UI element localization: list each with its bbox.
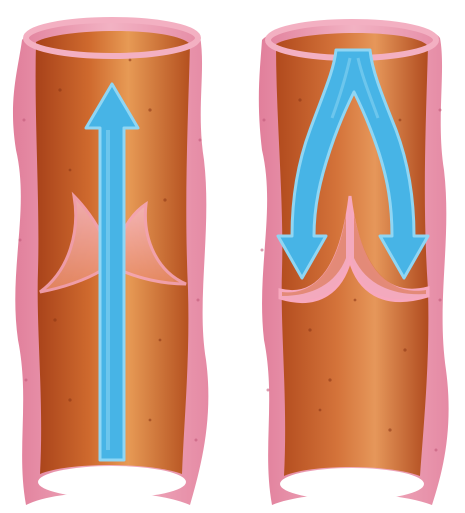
- right-vein-closed-valve: [259, 21, 449, 505]
- upward-flow-arrow-highlight: [106, 130, 110, 450]
- right-vein-bottom-opening: [280, 468, 424, 500]
- left-vein-bottom-opening: [38, 466, 186, 498]
- left-vein-open-valve: [13, 20, 208, 505]
